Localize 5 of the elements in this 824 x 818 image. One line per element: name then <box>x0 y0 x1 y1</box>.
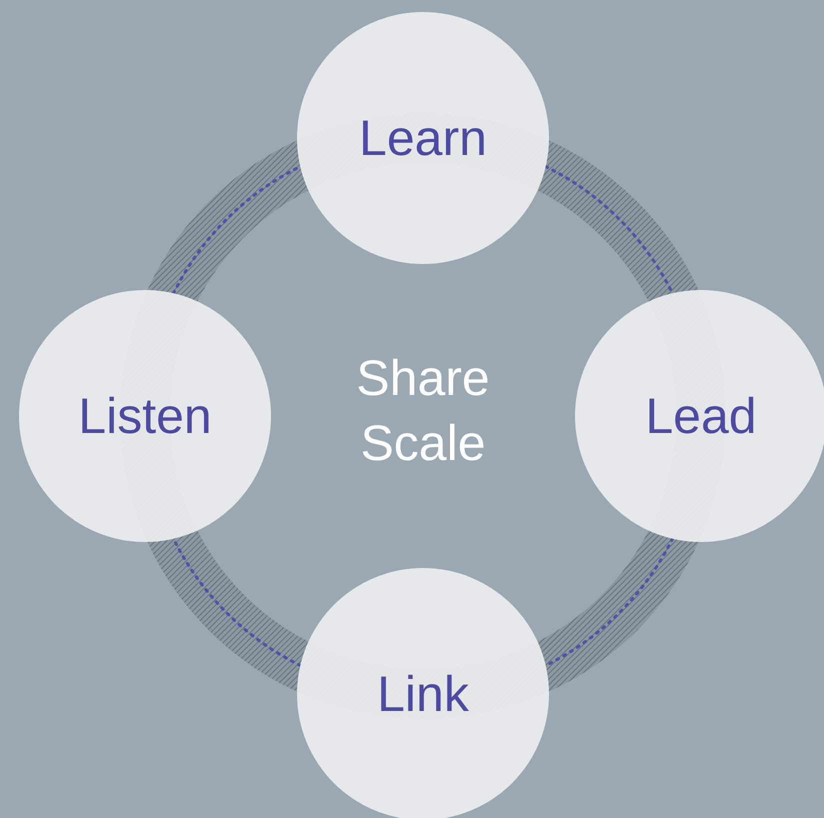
node-label: Learn <box>359 109 487 167</box>
node-label: Lead <box>645 387 757 445</box>
node-label: Listen <box>78 387 212 445</box>
center-label: Share Scale <box>355 349 491 473</box>
node-label: Link <box>377 665 469 723</box>
